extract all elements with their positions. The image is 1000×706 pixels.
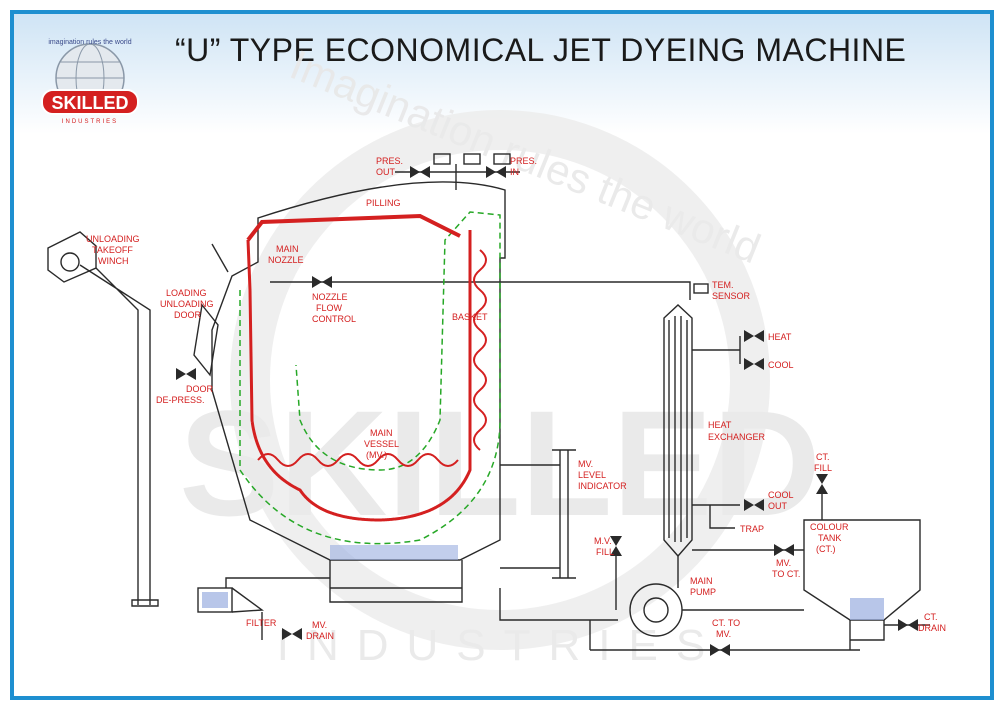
valve-icon (744, 330, 764, 342)
label-mv-to-ct: MV.TO CT. (772, 558, 800, 579)
valve-icon (176, 368, 196, 380)
label-trap: TRAP (740, 524, 764, 534)
valve-icon (744, 358, 764, 370)
label-tem-sensor: TEM.SENSOR (712, 280, 751, 301)
valve-icon (312, 276, 332, 288)
label-ct-drain: CT.DRAIN (918, 612, 946, 633)
valve-icon (774, 544, 794, 556)
valve-icon (898, 619, 918, 631)
valve-icon (282, 628, 302, 640)
basket-outline (239, 211, 501, 545)
valves (176, 166, 918, 656)
fabric-u-path (246, 230, 472, 522)
logo-sub: INDUSTRIES (62, 119, 118, 125)
watermark-sub: INDUSTRIES (277, 621, 723, 670)
label-pres-out: PRES.OUT (376, 156, 403, 177)
valve-icon (710, 644, 730, 656)
fabric-folds-right (473, 249, 487, 451)
logo-brand: SKILLED (51, 93, 128, 113)
valve-icon (486, 166, 506, 178)
logo-tagline: imagination rules the world (48, 39, 131, 46)
heat-exchanger (663, 304, 693, 558)
label-mv-drain: MV.DRAIN (306, 620, 334, 641)
logo: imagination rules the world SKILLED INDU… (41, 39, 139, 125)
fabric-folds-bottom (257, 453, 459, 467)
label-ct-fill: CT.FILL (814, 452, 832, 473)
label-heat: HEAT (768, 332, 792, 342)
machine-structure (47, 153, 930, 651)
filter (197, 587, 233, 613)
valve-icon (610, 536, 622, 556)
fabric-feed (246, 213, 461, 242)
main-vessel-outline (211, 181, 506, 561)
valve-icon (744, 499, 764, 511)
valve-icon (816, 474, 828, 494)
loading-door (193, 303, 219, 377)
label-pres-in: PRES.IN (510, 156, 537, 177)
page-title: “U” TYPE ECONOMICAL JET DYEING MACHINE (175, 32, 907, 68)
label-mv-fill: M.V.FILL (594, 536, 614, 557)
valve-icon (410, 166, 430, 178)
label-cool: COOL (768, 360, 794, 370)
label-filter: FILTER (246, 618, 277, 628)
label-pilling: PILLING (366, 198, 401, 208)
label-basket: BASKET (452, 312, 488, 322)
